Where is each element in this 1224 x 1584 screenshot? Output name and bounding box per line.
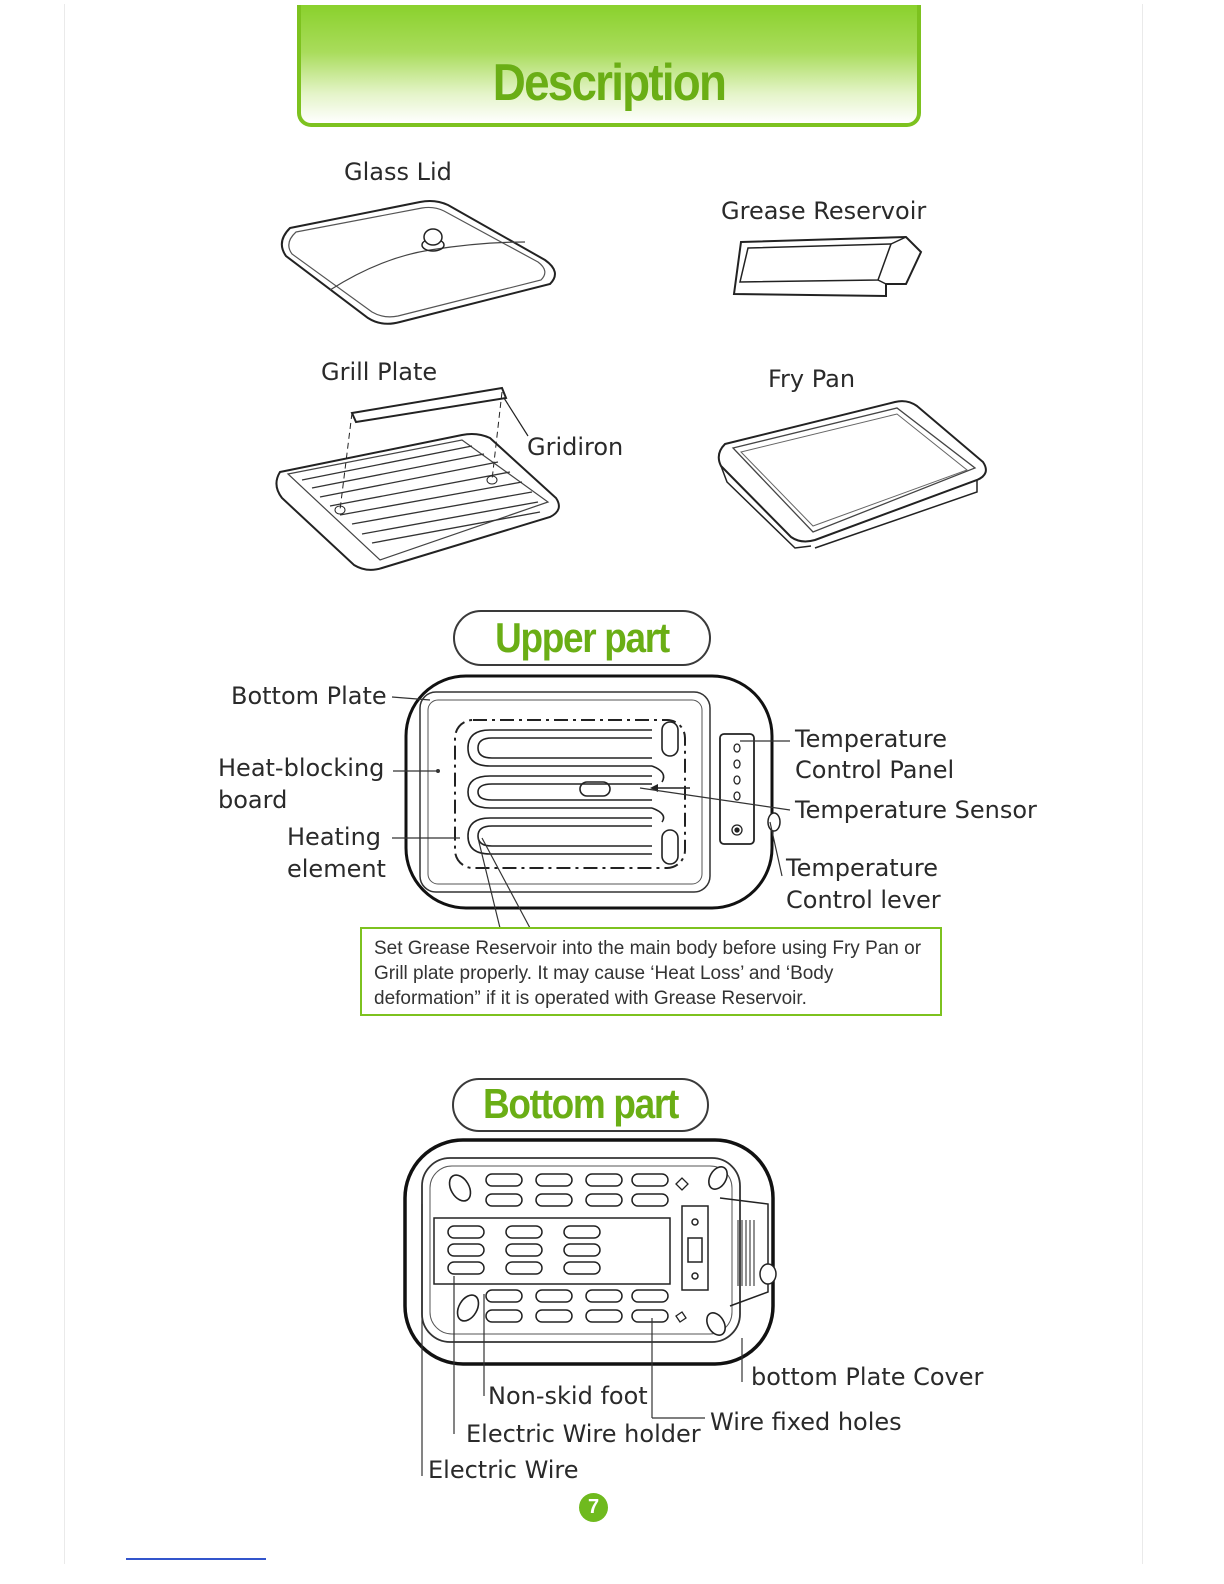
label-non-skid-foot: Non-skid foot — [488, 1382, 648, 1410]
bottom-part-title: Bottom part — [483, 1080, 679, 1127]
label-grill-plate: Grill Plate — [321, 358, 438, 386]
description-banner: Description — [297, 5, 921, 127]
label-heat-blocking-2: board — [218, 786, 288, 814]
fry-pan-illustration — [717, 400, 987, 549]
page-edge-right — [1142, 4, 1143, 1564]
label-heating-1: Heating — [287, 823, 382, 851]
upper-part-heading: Upper part — [453, 610, 711, 666]
label-temp-lever-1: Temperature — [786, 854, 939, 882]
label-temp-panel-1: Temperature — [795, 725, 948, 753]
label-bottom-plate-cover: bottom Plate Cover — [751, 1363, 984, 1391]
label-temp-sensor: Temperature Sensor — [795, 796, 1037, 824]
glass-lid-illustration — [280, 200, 556, 325]
page-title: Description — [492, 54, 727, 112]
bottom-part-heading: Bottom part — [452, 1078, 709, 1132]
label-fry-pan: Fry Pan — [768, 365, 856, 393]
bottom-rule — [126, 1558, 266, 1560]
grease-reservoir-illustration — [732, 235, 923, 298]
label-bottom-plate: Bottom Plate — [231, 682, 387, 710]
label-electric-wire-holder: Electric Wire holder — [466, 1420, 701, 1448]
label-grease-reservoir: Grease Reservoir — [721, 197, 927, 225]
label-temp-lever-2: Control lever — [786, 886, 941, 914]
grill-plate-illustration — [275, 386, 560, 571]
page-edge-left — [64, 4, 65, 1564]
grease-reservoir-note: Set Grease Reservoir into the main body … — [360, 927, 942, 1016]
label-heating-2: element — [287, 855, 386, 883]
label-glass-lid: Glass Lid — [344, 158, 452, 186]
label-wire-fixed-holes: Wire fixed holes — [710, 1408, 902, 1436]
label-heat-blocking-1: Heat-blocking — [218, 754, 385, 782]
bottom-part-illustration — [403, 1138, 777, 1366]
label-temp-panel-2: Control Panel — [795, 756, 955, 784]
page-number: 7 — [579, 1493, 608, 1522]
label-gridiron: Gridiron — [527, 433, 624, 461]
label-electric-wire: Electric Wire — [428, 1456, 579, 1484]
upper-part-title: Upper part — [495, 614, 670, 661]
